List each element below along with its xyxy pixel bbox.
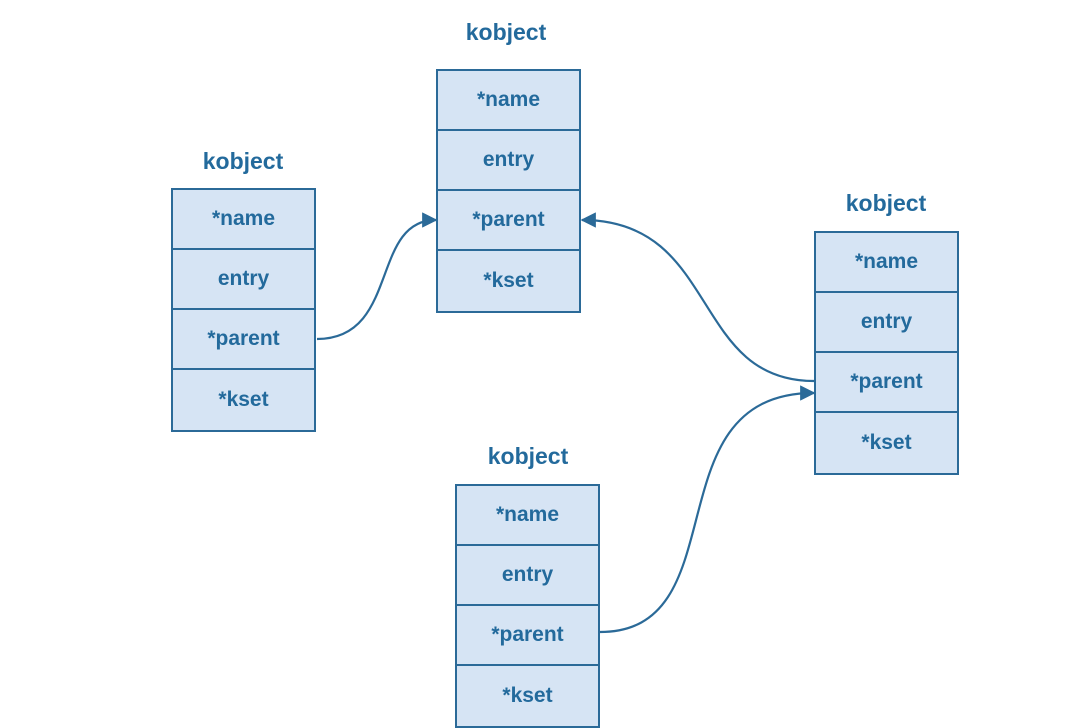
left-kobject-parent-field: *parent <box>173 310 314 370</box>
right-kobject-box: *name entry *parent *kset <box>814 231 959 475</box>
left-kobject-name-field: *name <box>173 190 314 250</box>
bottom-kobject-name-field: *name <box>457 486 598 546</box>
top-kobject-box: *name entry *parent *kset <box>436 69 581 313</box>
top-kobject-kset-field: *kset <box>483 269 534 292</box>
connector-lines <box>316 212 816 634</box>
kobject-hierarchy-diagram: kobject *name entry *parent *kset kobjec… <box>171 19 959 728</box>
bottom-kobject-kset-field: *kset <box>502 684 553 707</box>
edge-bottom-parent-to-right-parent <box>599 385 816 634</box>
top-kobject-parent-field: *parent <box>438 191 579 251</box>
left-kobject-kset-field: *kset <box>218 388 269 411</box>
right-kobject-entry-field: entry <box>816 293 957 353</box>
left-kobject-box: *name entry *parent *kset <box>171 188 316 432</box>
top-kobject-name-field: *name <box>438 71 579 131</box>
right-kobject-title: kobject <box>845 190 927 216</box>
left-kobject-title: kobject <box>202 148 284 174</box>
bottom-kobject-box: *name entry *parent *kset <box>455 484 600 728</box>
top-kobject-title: kobject <box>465 19 547 45</box>
left-kobject-entry-field: entry <box>173 250 314 310</box>
top-kobject-entry-field: entry <box>438 131 579 191</box>
edge-left-parent-to-top-parent <box>316 212 438 341</box>
right-kobject-kset-field: *kset <box>861 431 912 454</box>
bottom-kobject-entry-field: entry <box>457 546 598 606</box>
right-kobject-parent-field: *parent <box>816 353 957 413</box>
bottom-kobject-title: kobject <box>487 443 569 469</box>
edge-right-parent-to-top-parent <box>580 212 815 383</box>
bottom-kobject-parent-field: *parent <box>457 606 598 666</box>
right-kobject-name-field: *name <box>816 233 957 293</box>
